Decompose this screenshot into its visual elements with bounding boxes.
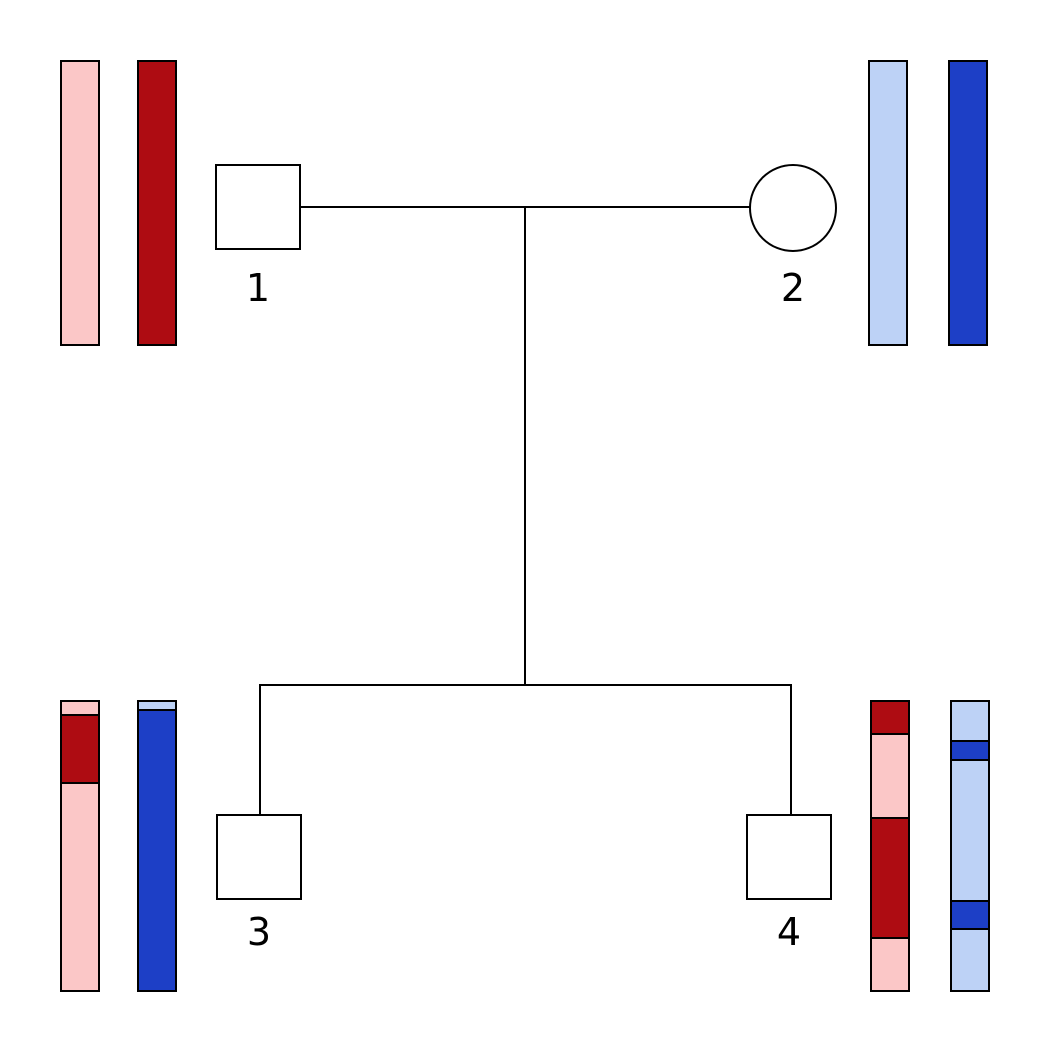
individual-4-label: 4 xyxy=(776,910,802,954)
haplotype-segment xyxy=(62,782,98,990)
sibship-line xyxy=(259,684,792,686)
individual-2-label: 2 xyxy=(780,266,806,310)
haplotype-segment xyxy=(872,733,908,817)
individual-1-label: 1 xyxy=(245,266,271,310)
individual-1-haplotype-bar-1 xyxy=(60,60,100,346)
individual-4-male-symbol xyxy=(746,814,832,900)
individual-3-label: 3 xyxy=(246,910,272,954)
individual-3-male-symbol xyxy=(216,814,302,900)
haplotype-segment xyxy=(62,702,98,714)
haplotype-segment xyxy=(139,62,175,344)
child-3-drop-line xyxy=(259,684,261,814)
haplotype-segment xyxy=(950,62,986,344)
individual-2-haplotype-bar-1 xyxy=(868,60,908,346)
haplotype-segment xyxy=(952,899,988,928)
individual-2-haplotype-bar-2 xyxy=(948,60,988,346)
haplotype-segment xyxy=(952,927,988,990)
haplotype-segment xyxy=(62,713,98,783)
individual-1-haplotype-bar-2 xyxy=(137,60,177,346)
haplotype-segment xyxy=(952,758,988,900)
haplotype-segment xyxy=(139,708,175,990)
haplotype-segment xyxy=(870,62,906,344)
individual-1-male-symbol xyxy=(215,164,301,250)
haplotype-segment xyxy=(139,702,175,709)
individual-2-female-symbol xyxy=(749,164,837,252)
individual-3-haplotype-bar-2 xyxy=(137,700,177,992)
child-4-drop-line xyxy=(790,684,792,814)
haplotype-segment xyxy=(872,702,908,734)
individual-3-haplotype-bar-1 xyxy=(60,700,100,992)
haplotype-segment xyxy=(62,62,98,344)
individual-4-haplotype-bar-2 xyxy=(950,700,990,992)
descent-line xyxy=(524,207,526,685)
haplotype-segment xyxy=(872,816,908,938)
individual-4-haplotype-bar-1 xyxy=(870,700,910,992)
haplotype-segment xyxy=(872,937,908,990)
haplotype-segment xyxy=(952,740,988,759)
haplotype-segment xyxy=(952,702,988,741)
